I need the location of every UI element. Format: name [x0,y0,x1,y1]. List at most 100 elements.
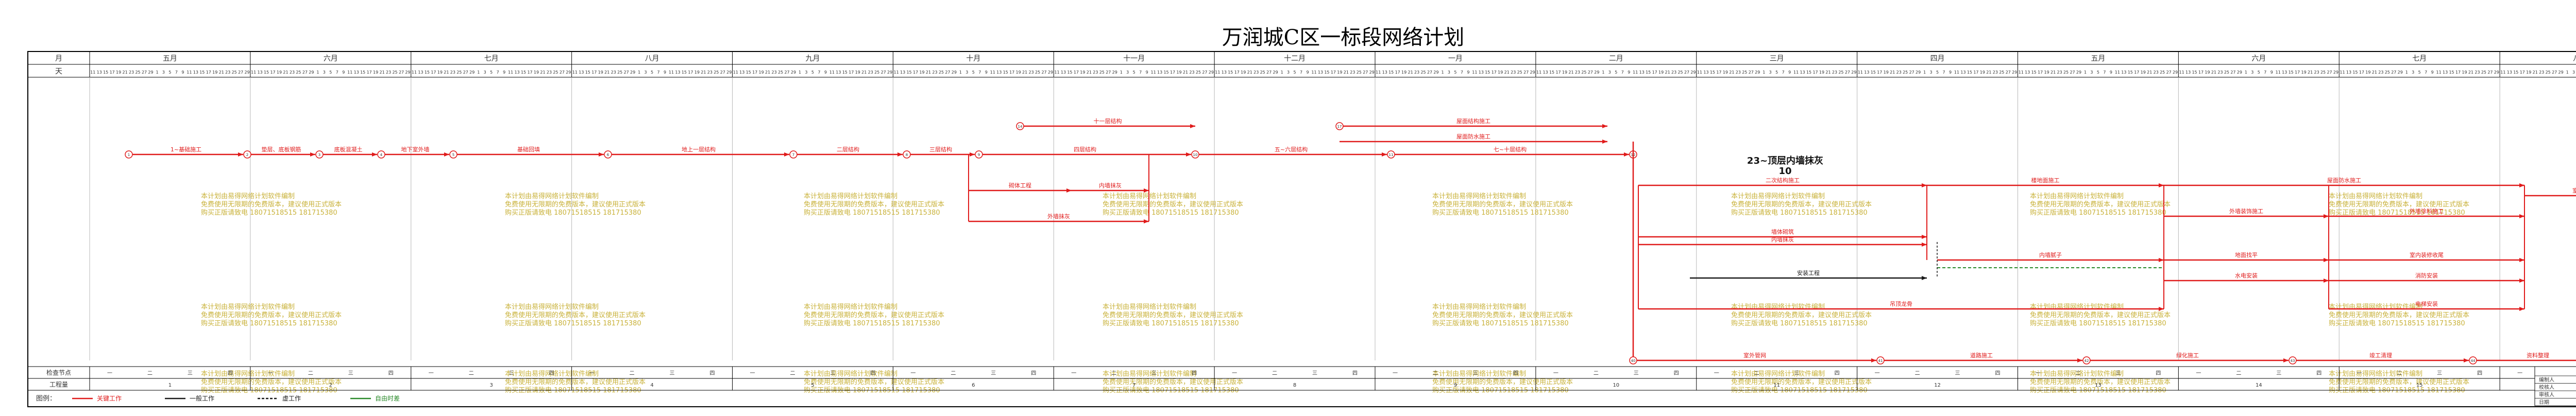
activity-label: 外墙抹灰 [1047,213,1070,220]
day-label: 9 [181,70,184,75]
legend-label: 自由时差 [375,395,400,402]
day-label: 17 [1877,70,1882,75]
day-label: 3 [1608,70,1611,75]
activity-label: 楼地面施工 [2031,177,2060,184]
event-number: 1 [128,153,130,157]
arrow-head [1922,276,1927,280]
day-label: 13 [2507,70,2512,75]
day-label: 17 [431,70,436,75]
day-label: 17 [913,70,918,75]
week-label: 二 [790,371,795,376]
watermark-text: 免费使用无限期的免费版本，建议使用正式版本 [804,311,944,319]
day-label: 29 [2398,70,2403,75]
day-label: 13 [1960,70,1965,75]
day-label: 25 [135,70,140,75]
day-label: 9 [2431,70,2434,75]
day-label: 11 [2436,70,2442,75]
day-label: 11 [1472,70,1477,75]
day-label: 13 [996,70,1002,75]
week-label: 三 [188,371,193,376]
day-label: 19 [1723,70,1728,75]
watermark-text: 免费使用无限期的免费版本，建议使用正式版本 [505,311,646,319]
day-label: 23 [2217,70,2223,75]
watermark-text: 免费使用无限期的免费版本，建议使用正式版本 [505,200,646,209]
arrow-head [2283,358,2289,362]
period-number: 8 [1293,383,1296,388]
day-label: 21 [861,70,867,75]
day-label: 29 [469,70,474,75]
day-label: 3 [1287,70,1290,75]
day-label: 19 [1980,70,1985,75]
watermark-text: 免费使用无限期的免费版本，建议使用正式版本 [2030,200,2171,209]
legend: 图例：关键工作一般工作虚工作自由时差 [36,394,400,403]
week-label: 一 [1232,371,1237,376]
day-label: 19 [2205,70,2210,75]
day-label: 25 [1838,70,1843,75]
day-label: 21 [1825,70,1831,75]
day-label: 23 [1350,70,1355,75]
watermark-text: 本计划由易得网络计划软件编制 [1103,303,1196,311]
day-label: 13 [1703,70,1708,75]
day-label: 3 [2251,70,2253,75]
day-label: 17 [2134,70,2139,75]
day-label: 23 [1671,70,1676,75]
day-label: 1 [1281,70,1283,75]
day-label: 21 [123,70,128,75]
day-label: 7 [1300,70,1302,75]
activity-label: 地上一层结构 [682,146,716,153]
day-label: 27 [720,70,725,75]
week-label: 三 [348,371,353,376]
day-label: 15 [1388,70,1394,75]
day-label: 29 [1690,70,1696,75]
day-label: 7 [657,70,659,75]
day-label: 19 [2141,70,2146,75]
activity-label: 外墙涂料施工 [2410,207,2444,215]
watermark-text: 本计划由易得网络计划软件编制 [1731,303,1825,311]
day-label: 25 [2385,70,2390,75]
day-label: 27 [1523,70,1529,75]
day-label: 19 [759,70,764,75]
day-label: 19 [277,70,282,75]
day-label: 23 [707,70,713,75]
activity-label: 基础回填 [517,146,540,153]
day-label: 19 [1819,70,1824,75]
activity-label: 五~六层结构 [1275,146,1308,153]
period-number: 13 [2095,383,2102,388]
week-label: 一 [429,371,434,376]
day-label: 7 [1942,70,1945,75]
day-label: 27 [2070,70,2075,75]
day-label: 11 [1858,70,1863,75]
day-label: 11 [90,70,95,75]
period-number: 2 [329,383,332,388]
watermark-text: 本计划由易得网络计划软件编制 [1103,370,1196,378]
day-label: 25 [1999,70,2004,75]
month-label: 七月 [484,55,499,63]
day-label: 11 [2019,70,2024,75]
day-label: 17 [2198,70,2204,75]
day-label: 17 [1812,70,1818,75]
watermark-text: 本计划由易得网络计划软件编制 [505,303,599,311]
week-label: 四 [1192,371,1197,376]
day-label: 25 [2160,70,2165,75]
day-label: 9 [985,70,988,75]
month-label: 八月 [2573,55,2576,63]
day-label: 21 [1504,70,1510,75]
week-label: 三 [2115,371,2121,376]
day-label: 17 [1170,70,1175,75]
day-label: 13 [675,70,680,75]
arrow-head [970,152,975,157]
activity-label: 水电安装 [2235,272,2258,279]
activity-label: 二次结构施工 [1766,177,1800,184]
watermark-text: 本计划由易得网络计划软件编制 [1432,192,1526,200]
day-label: 1 [638,70,640,75]
day-label: 25 [1677,70,1683,75]
day-label: 3 [2412,70,2414,75]
day-label: 19 [2462,70,2467,75]
week-label: 二 [1111,371,1116,376]
title-block: 万润城C区工程编制人汪某校核人孙某审核人刘某日期2019-01-02 [2534,366,2576,406]
day-label: 9 [824,70,827,75]
day-label: 1 [2405,70,2408,75]
day-label: 13 [1800,70,1805,75]
day-label: 9 [1788,70,1791,75]
day-label: 17 [752,70,757,75]
